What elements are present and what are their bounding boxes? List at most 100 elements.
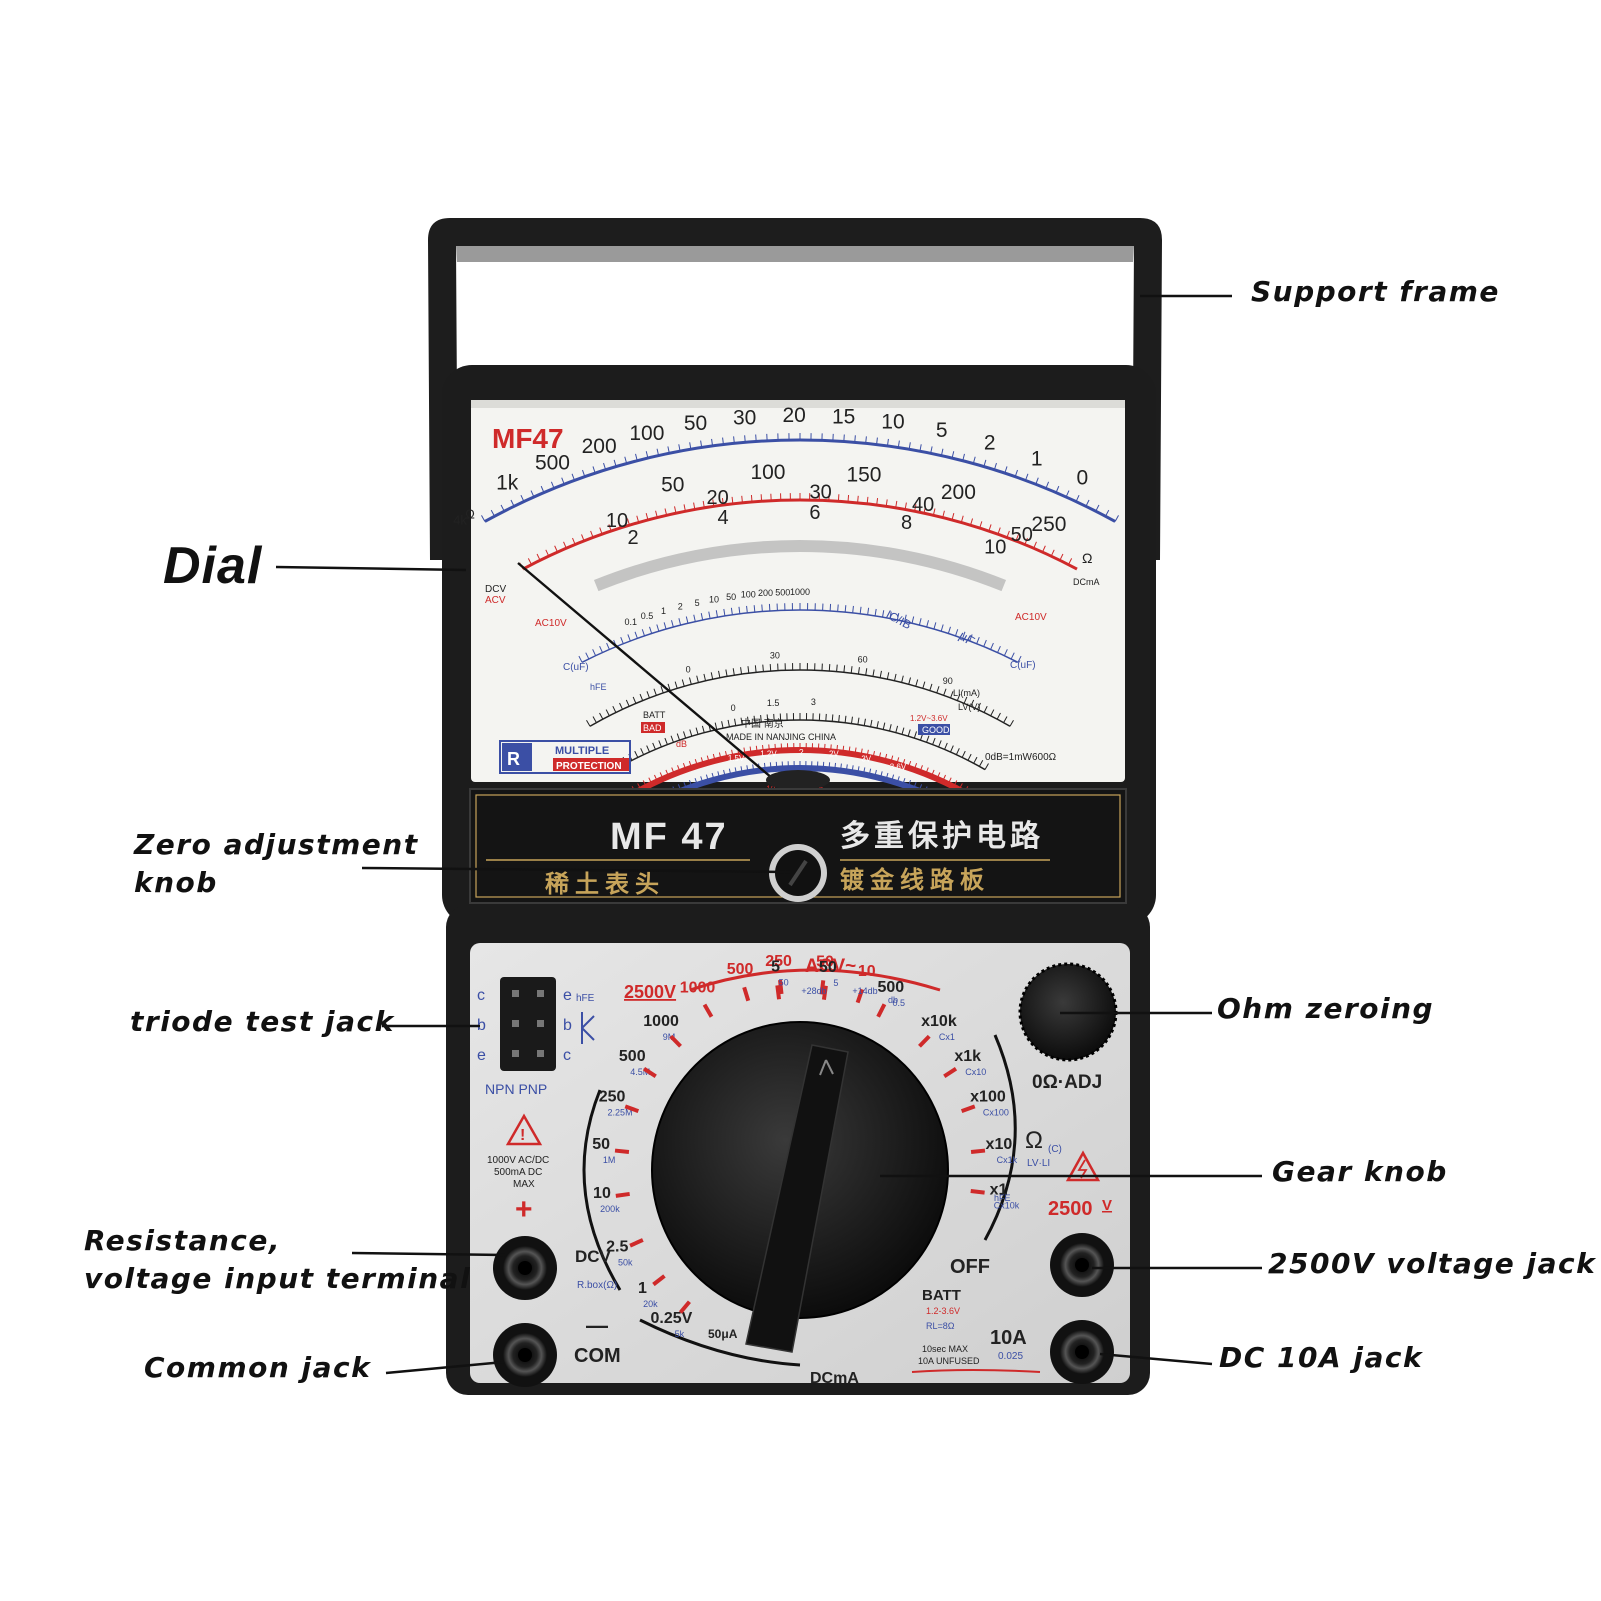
cap-scale-arc-tick <box>715 610 718 618</box>
dcv-range-sub: 20k <box>643 1299 658 1309</box>
batt-good-arc-tick <box>711 772 715 780</box>
cap-scale-arc-tick <box>983 639 987 647</box>
li-scale-arc-tick <box>857 717 860 725</box>
dcv-range: 2.5 <box>606 1238 628 1255</box>
batt-bad-arc-tick <box>848 746 851 754</box>
dc-10a-jack[interactable] <box>1050 1320 1114 1384</box>
batt-bad-arc-tick <box>872 750 876 759</box>
ohm-range-tick <box>970 1188 985 1195</box>
ohm-scale-label: 30 <box>733 406 756 429</box>
gear-knob[interactable] <box>651 1021 949 1353</box>
cap-scale-arc-tick <box>896 613 900 621</box>
ohm-range-tick <box>918 1034 931 1048</box>
right-2500v-unit: V <box>1102 1197 1112 1214</box>
callout-zero-adjust: Zero adjustment knob <box>134 826 419 902</box>
zero-adj-label: 0Ω·ADJ <box>1032 1072 1102 1093</box>
ohm-small-label: Ω <box>465 506 475 521</box>
dcv-scale-arc-tick <box>693 502 696 510</box>
hfe-scale-label: 0 <box>686 665 691 675</box>
li-scale-arc-tick <box>683 731 687 739</box>
dcv-range-sub: 4.5M <box>630 1067 650 1077</box>
batt-rl: RL=8Ω <box>926 1321 955 1331</box>
hfe-scale-arc-tick <box>836 664 838 672</box>
dcv-range-sub: 9M <box>663 1032 676 1042</box>
batt-bad-arc-tick <box>762 744 764 753</box>
cap-scale-label: 5 <box>695 598 700 608</box>
batt-bad-arc-tick <box>913 763 918 770</box>
acv-label: ACV~ <box>805 956 856 977</box>
support-frame[interactable] <box>428 218 1162 560</box>
batt-bad-arc-tick <box>884 753 888 761</box>
cap-scale-arc-tick <box>990 642 994 650</box>
dcv-scale-arc-tick <box>741 495 743 503</box>
zero-adjustment-knob[interactable] <box>769 844 827 902</box>
ohm-scale-label: 0 <box>1076 467 1088 490</box>
triode-test-jack[interactable] <box>500 977 556 1071</box>
ohm-scale-arc-tick <box>667 446 670 454</box>
ohm-scale-arc-tick <box>962 453 965 461</box>
li-scale-label: 0 <box>731 703 736 713</box>
ohm-scale-label: 100 <box>629 422 664 445</box>
dcv-scale-arc-tick <box>932 508 936 516</box>
ohm-scale-arc-tick <box>1085 499 1090 507</box>
batt-bad-arc-tick <box>774 743 776 751</box>
dcv-range: 250 <box>599 1089 626 1106</box>
ohm-range-tick <box>960 1104 976 1114</box>
dcv-scale-arc-tick <box>655 510 658 518</box>
batt-good-arc-tick <box>874 769 877 777</box>
dcma-range-tick <box>876 1003 887 1018</box>
transistor-symbol-icon <box>581 1012 595 1044</box>
li-scale-arc-tick <box>932 737 936 745</box>
socket-hfe: hFE <box>576 993 595 1004</box>
batt-bad-arc-tick <box>724 750 728 759</box>
li-scale-arc-tick <box>944 742 948 750</box>
cap-scale-arc-tick <box>852 605 854 613</box>
protection-logo-icon: R <box>507 749 520 769</box>
cap-scale-arc-tick <box>947 626 951 634</box>
batt-bad-arc-tick <box>653 774 658 782</box>
hfe-scale-arc-tick <box>612 705 617 713</box>
cap-scale-arc-tick <box>997 645 1001 653</box>
dial-batt-range: 1.2V~3.6V <box>910 714 948 723</box>
batt-bad-arc-tick <box>936 772 941 780</box>
cap-scale-label: 2 <box>678 602 683 612</box>
dcv-label: DCV <box>575 1247 612 1266</box>
callout-resistance-line1: Resistance, <box>84 1224 282 1257</box>
dcv-scale-c-label: 8 <box>901 512 912 534</box>
batt-bad-arc-tick <box>743 747 746 755</box>
dcv-scale-arc-tick <box>988 524 992 532</box>
voltage-2500v-jack[interactable] <box>1050 1233 1114 1297</box>
ohm-scale-arc-tick <box>1035 477 1039 485</box>
ohm-scale-arc-tick <box>582 469 586 477</box>
ohm-scale-arc-tick <box>645 451 649 459</box>
dcv-range: 500 <box>619 1048 646 1065</box>
cap-scale-arc-tick <box>940 624 944 632</box>
cap-scale-label: 100 <box>741 590 756 600</box>
hfe-scale-arc-tick <box>605 709 610 717</box>
acv-range: 1000 <box>680 979 716 996</box>
hfe-scale-arc-tick <box>689 677 692 685</box>
resistance-voltage-input-terminal[interactable] <box>493 1236 557 1300</box>
dcv-scale-arc-tick <box>636 515 640 523</box>
needle-pivot <box>766 770 830 790</box>
li-scale-arc <box>614 719 986 771</box>
li-scale-arc-tick <box>967 753 972 761</box>
batt-bad-arc-tick <box>700 757 704 765</box>
dcv-scale-arc-tick <box>554 545 558 553</box>
batt-mark-label: 1.5V <box>728 754 745 763</box>
dial-db-label: dB <box>676 739 687 749</box>
li-scale-arc-tick <box>670 735 674 743</box>
batt-bad-arc-tick <box>930 769 935 777</box>
dcma-range-tick <box>821 985 828 1000</box>
dcv-scale-arc-tick <box>942 510 945 518</box>
li-scale-arc-tick <box>714 722 718 730</box>
dcv-scale-c-label: 6 <box>809 502 820 524</box>
dcma-range: 500 <box>877 979 904 996</box>
dcv-scale-arc-tick <box>645 513 649 521</box>
dcma-range-sub: 0.5 <box>893 998 906 1008</box>
hfe-scale-arc-tick <box>843 665 846 673</box>
hfe-scale-arc-tick <box>963 696 968 704</box>
ohm-scale-arc-tick <box>624 456 628 464</box>
common-jack[interactable] <box>493 1323 557 1387</box>
